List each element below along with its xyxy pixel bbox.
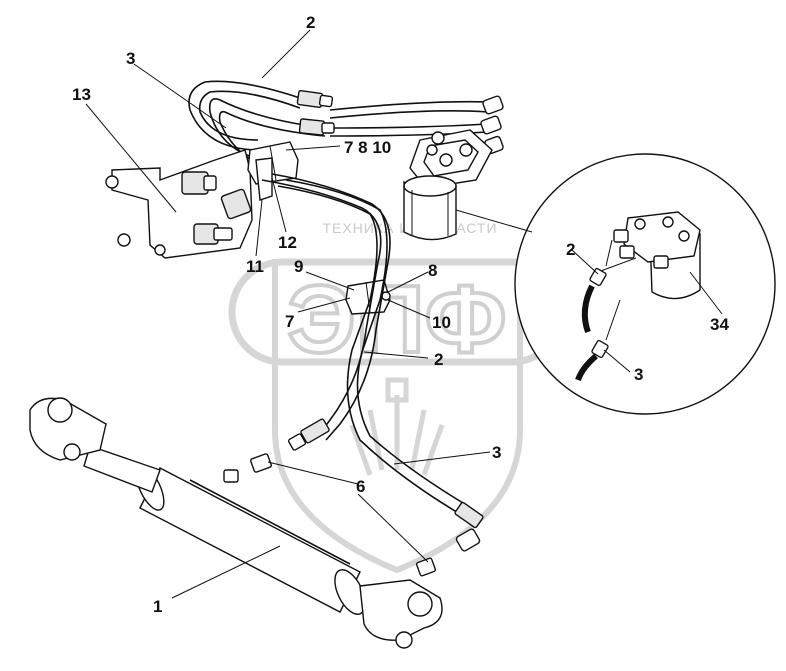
callout-10-mid: 10 (432, 313, 451, 332)
watermark-brand: ЭПФ (287, 266, 506, 373)
callout-1: 1 (153, 597, 162, 616)
callout-34: 34 (710, 315, 729, 334)
detail-inset (514, 153, 776, 415)
callout-2-top: 2 (306, 13, 315, 32)
hose-2-upper (188, 80, 491, 151)
watermark-shield (272, 259, 523, 574)
callout-13: 13 (72, 85, 91, 104)
hydraulic-cylinder (29, 397, 443, 649)
callout-labels: 1 2 2 2 3 3 3 6 7 8 10 7 8 9 10 11 12 13… (72, 13, 729, 616)
bracket-13 (105, 149, 253, 259)
callout-9: 9 (294, 257, 303, 276)
watermark-wheat-icon (349, 377, 445, 476)
callout-11: 11 (246, 257, 264, 276)
watermark: ЭПФ ТЕХНИКА И ЗАПЧАСТИ (228, 220, 566, 574)
leader-lines (85, 29, 723, 599)
hose-2-lower (261, 173, 391, 441)
callout-12: 12 (278, 233, 297, 252)
steering-valve (403, 129, 493, 241)
upper-hose-fittings (296, 89, 504, 155)
callout-6: 6 (356, 477, 365, 496)
adapter-fitting (181, 171, 252, 245)
callout-2-mid: 2 (434, 350, 443, 369)
inset-circle (514, 153, 776, 415)
callout-8-mid: 8 (428, 261, 437, 280)
lower-hose-fittings (287, 418, 484, 552)
hose-3-lower (277, 179, 469, 515)
callout-3-right: 3 (492, 443, 501, 462)
inset-leader (455, 209, 533, 233)
clamp-upper (247, 141, 299, 201)
callout-3-top: 3 (126, 49, 135, 68)
callout-7-mid: 7 (285, 312, 294, 331)
callout-3-inset: 3 (634, 365, 643, 384)
callout-7-8-10-top: 7 8 10 (344, 138, 391, 157)
callout-2-inset: 2 (566, 240, 575, 259)
